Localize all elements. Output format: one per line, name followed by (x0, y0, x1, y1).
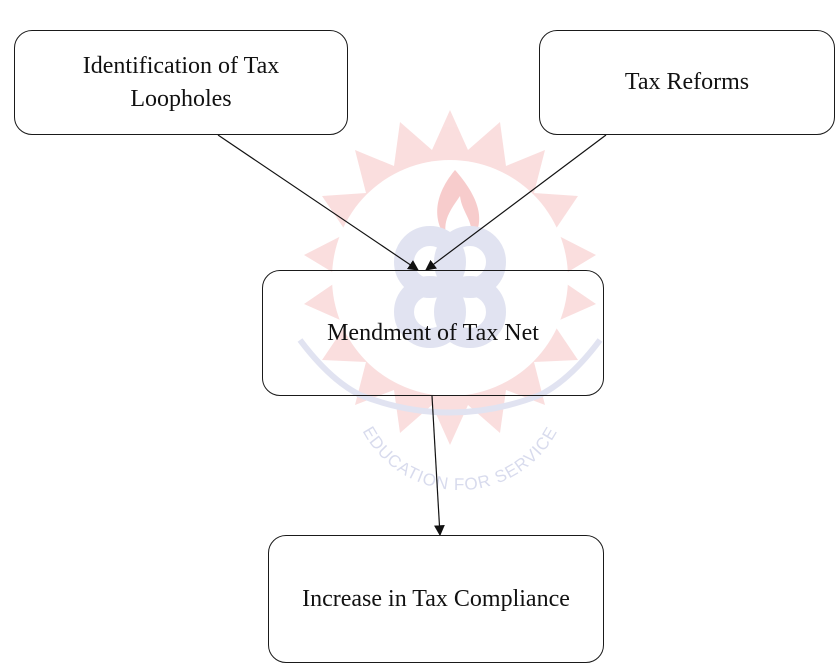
flame-icon (437, 170, 480, 242)
edge-reforms-to-mendment (425, 134, 607, 271)
node-label: Identification of Tax Loopholes (82, 53, 280, 112)
edge-mendment-to-compliance (431, 395, 445, 537)
watermark-motto: EDUCATION FOR SERVICE (359, 423, 561, 494)
node-mendment-of-tax-net: Mendment of Tax Net (262, 270, 604, 396)
node-label: Mendment of Tax Net (327, 319, 539, 346)
node-label: Tax Reforms (624, 69, 750, 96)
edge-loopholes-to-mendment (217, 134, 419, 271)
node-tax-reforms: Tax Reforms (539, 30, 835, 135)
node-increase-in-tax-compliance: Increase in Tax Compliance (268, 535, 604, 663)
node-identification-of-tax-loopholes: Identification of Tax Loopholes (14, 30, 348, 135)
node-label: Increase in Tax Compliance (302, 585, 570, 612)
